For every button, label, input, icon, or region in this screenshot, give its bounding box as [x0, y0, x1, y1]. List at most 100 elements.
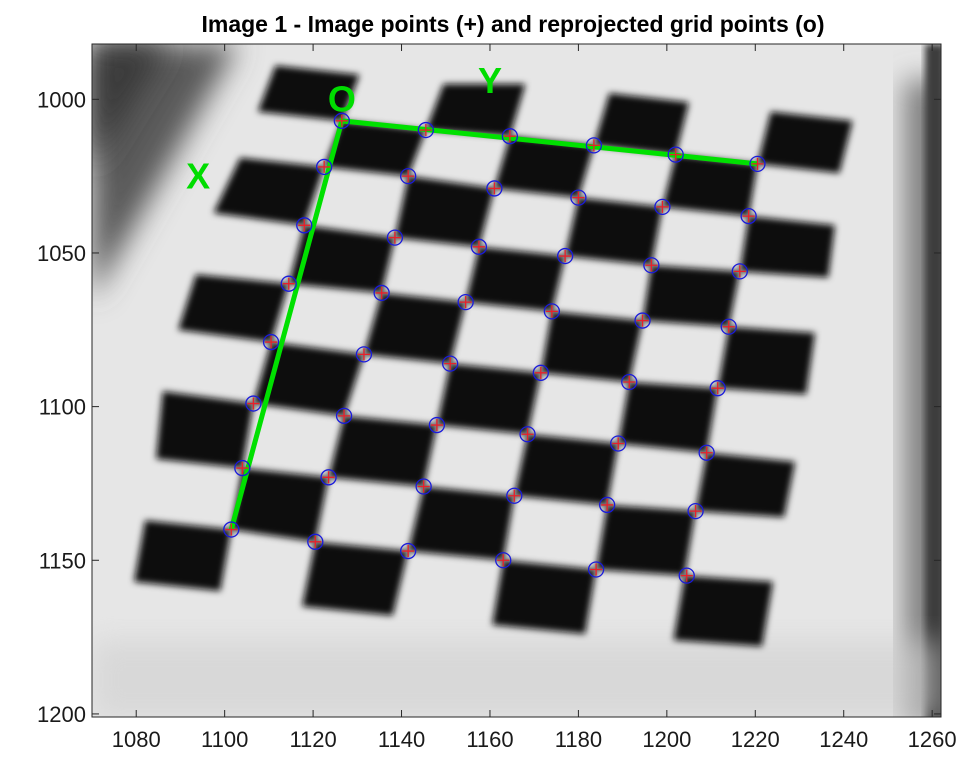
chart-title: Image 1 - Image points (+) and reproject… [202, 11, 825, 37]
grid-point-marker [315, 158, 333, 176]
y-tick-label: 1050 [37, 241, 86, 266]
image-point-marker [559, 250, 572, 263]
checker-square [394, 176, 495, 247]
grid-point-marker [621, 373, 638, 391]
image-point-marker [587, 139, 600, 152]
checker-square [596, 504, 696, 576]
image-point-marker [503, 130, 516, 143]
background-image [92, 44, 941, 717]
image-point-marker [733, 265, 746, 278]
x-tick-label: 1200 [642, 727, 691, 752]
image-point-marker [375, 286, 388, 299]
image-point-marker [545, 305, 558, 318]
image-point-marker [298, 219, 311, 232]
image-point-marker [497, 554, 510, 567]
axis-annotation-x: X [186, 155, 210, 196]
image-point-marker [335, 114, 348, 127]
image-point-marker [534, 366, 547, 379]
grid-point-marker [486, 180, 503, 197]
grid-point-marker [709, 380, 726, 397]
checker-square [324, 120, 426, 177]
image-point-marker [338, 409, 351, 422]
grid-point-marker [470, 238, 488, 255]
checker-square [695, 452, 796, 518]
grid-point-marker [457, 293, 474, 311]
grid-point-marker [634, 312, 651, 329]
checker-square [363, 292, 466, 364]
image-point-marker [636, 314, 649, 327]
checker-square [253, 342, 364, 416]
grid-point-marker [280, 275, 297, 292]
plot-area [92, 44, 941, 717]
image-point-marker [357, 348, 370, 361]
plot-frame [91, 43, 942, 718]
grid-point-marker [543, 303, 561, 320]
checker-square [257, 65, 360, 121]
grid-point-marker [678, 567, 695, 584]
image-point-marker [265, 336, 278, 349]
reprojected-grid-points [223, 112, 766, 584]
image-point-marker [322, 471, 335, 484]
checker-square [673, 575, 773, 647]
grid-point-marker [355, 346, 373, 363]
x-tick-label: 1260 [908, 727, 957, 752]
checker-square [288, 225, 395, 293]
checker-square [618, 382, 718, 453]
image-point-marker [488, 182, 501, 195]
grid-point-marker [442, 355, 459, 372]
image-point-marker [459, 296, 472, 309]
grid-point-marker [654, 198, 671, 216]
image-point-marker [225, 523, 238, 536]
image-point-marker [742, 210, 755, 223]
image-point-marker [700, 446, 713, 459]
image-point-marker [612, 437, 625, 450]
checker-square [134, 520, 232, 592]
image-point-marker [388, 231, 401, 244]
grid-point-marker [532, 364, 549, 381]
checker-square [231, 468, 329, 542]
image-point-marker [402, 170, 415, 183]
x-tick-label: 1240 [819, 727, 868, 752]
image-point-marker [711, 382, 724, 395]
grid-point-marker [400, 167, 417, 185]
checkerboard-squares [134, 65, 853, 647]
checker-square [662, 154, 758, 217]
grid-point-marker [428, 416, 446, 434]
grid-point-marker [245, 395, 262, 412]
x-tick-label: 1120 [289, 727, 336, 752]
image-point-marker [656, 200, 669, 213]
image-point-marker [247, 397, 260, 410]
axis-annotation-y: Y [478, 60, 502, 101]
grid-point-marker [570, 189, 587, 206]
checker-square [436, 363, 541, 435]
checker-square [328, 415, 437, 487]
checker-square [739, 216, 835, 278]
grid-point-marker [296, 217, 313, 234]
grid-point-marker [417, 121, 435, 139]
x-tick-label: 1080 [112, 727, 161, 752]
checker-square [465, 246, 566, 312]
grid-point-marker [585, 137, 603, 154]
checker-square [494, 136, 594, 198]
image-point-marker [623, 376, 636, 389]
image-point-marker [680, 569, 693, 582]
image-point-marker [645, 259, 658, 272]
image-point-marker [444, 357, 457, 370]
grid-point-marker [556, 247, 574, 265]
image-points [225, 114, 764, 582]
image-point-marker [318, 160, 331, 173]
x-tick-label: 1220 [731, 727, 780, 752]
grid-point-marker [495, 552, 512, 569]
checker-square [757, 111, 853, 174]
checker-square [156, 391, 254, 469]
image-point-marker [572, 191, 585, 204]
checker-square [593, 93, 689, 155]
image-point-marker [521, 428, 534, 441]
image-point-marker [722, 320, 735, 333]
checker-square [408, 486, 515, 561]
image-point-marker [402, 545, 415, 558]
grid-point-marker [234, 459, 251, 477]
checker-square [717, 326, 815, 395]
